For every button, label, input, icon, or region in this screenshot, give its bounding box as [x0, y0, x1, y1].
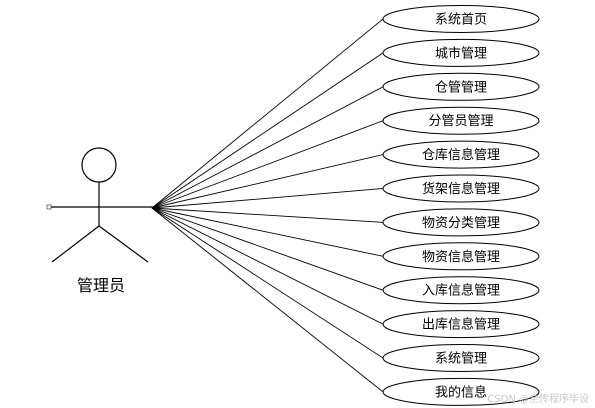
- use-case-label: 仓管管理: [435, 80, 487, 95]
- actor-right-leg: [98, 225, 149, 263]
- use-case-label: 分管员管理: [428, 114, 493, 129]
- use-case-label: 系统管理: [435, 352, 487, 367]
- use-case: 我的信息: [382, 377, 540, 406]
- association-line: [151, 52, 384, 209]
- use-case: 系统管理: [382, 344, 540, 372]
- use-case: 物资分类管理: [382, 208, 540, 237]
- association-line: [151, 154, 384, 209]
- use-case: 货架信息管理: [382, 174, 540, 203]
- use-case-label: 货架信息管理: [422, 181, 500, 197]
- use-case: 系统首页: [382, 5, 540, 33]
- association-line: [151, 120, 384, 209]
- actor-handle: [46, 204, 52, 210]
- use-case-ellipse: [382, 140, 540, 169]
- actor: 管理员: [46, 147, 153, 295]
- use-case-ellipse: [382, 106, 540, 135]
- use-case-ellipse: [382, 242, 540, 271]
- use-case-label: 仓库信息管理: [422, 147, 500, 163]
- use-case-ellipse: [382, 344, 540, 372]
- use-case-ellipse: [382, 377, 540, 406]
- use-case-ellipse: [382, 310, 540, 339]
- use-case: 城市管理: [382, 38, 540, 67]
- use-case: 入库信息管理: [382, 276, 540, 305]
- use-case-label: 入库信息管理: [422, 283, 500, 299]
- actor-head: [81, 147, 117, 183]
- use-case-list: 系统首页城市管理仓管管理分管员管理仓库信息管理货架信息管理物资分类管理物资信息管…: [382, 5, 540, 406]
- use-case-label: 系统首页: [435, 13, 487, 28]
- actor-label: 管理员: [77, 276, 125, 295]
- use-case-label: 物资分类管理: [422, 216, 500, 231]
- association-line: [151, 86, 384, 209]
- use-case-ellipse: [382, 5, 540, 33]
- use-case-ellipse: [382, 72, 540, 101]
- use-case-ellipse: [382, 276, 540, 305]
- use-case: 分管员管理: [382, 106, 540, 135]
- association-line: [151, 18, 384, 209]
- use-case: 物资信息管理: [382, 242, 540, 271]
- association-line: [151, 207, 384, 291]
- use-case: 出库信息管理: [382, 310, 540, 339]
- actor-left-leg: [51, 225, 100, 263]
- use-case-label: 城市管理: [435, 45, 487, 61]
- watermark: CSDN @全传程序毕设: [487, 394, 589, 405]
- association-line: [151, 207, 384, 393]
- use-case-ellipse: [382, 174, 540, 203]
- use-case-ellipse: [382, 38, 540, 67]
- use-case-label: 我的信息: [435, 384, 487, 400]
- association-line: [151, 207, 384, 359]
- use-case-label: 物资信息管理: [422, 249, 500, 265]
- use-case-ellipse: [382, 208, 540, 237]
- use-case: 仓管管理: [382, 72, 540, 101]
- use-case-label: 出库信息管理: [422, 317, 500, 333]
- use-case: 仓库信息管理: [382, 140, 540, 169]
- association-line: [151, 207, 384, 325]
- association-line: [151, 207, 384, 223]
- association-line: [151, 188, 384, 209]
- association-line: [151, 207, 384, 257]
- association-lines: [151, 18, 384, 393]
